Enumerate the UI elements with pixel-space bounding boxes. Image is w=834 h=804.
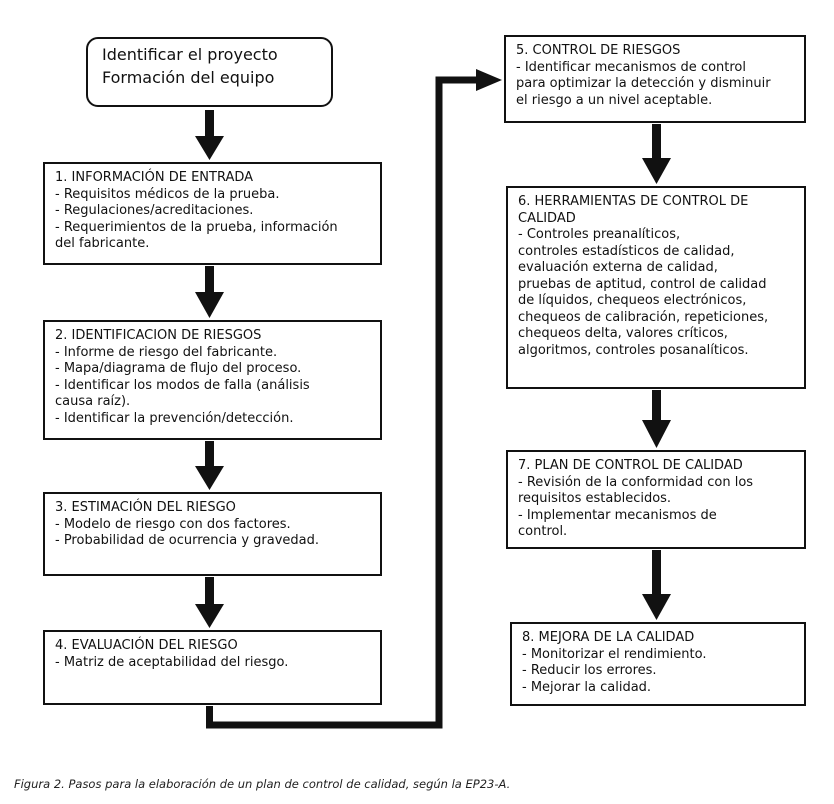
step-5-box: 5. CONTROL DE RIESGOS - Identificar meca… bbox=[504, 35, 806, 123]
start-line-2: Formación del equipo bbox=[102, 68, 275, 87]
step-4-box: 4. EVALUACIÓN DEL RIESGO - Matriz de ace… bbox=[43, 630, 382, 705]
step-1-box: 1. INFORMACIÓN DE ENTRADA - Requisitos m… bbox=[43, 162, 382, 265]
step-2-box: 2. IDENTIFICACION DE RIESGOS - Informe d… bbox=[43, 320, 382, 440]
step-line: - Requerimientos de la prueba, informaci… bbox=[55, 219, 338, 235]
step-line: chequeos de calibración, repeticiones, bbox=[518, 309, 769, 325]
step-line: - Regulaciones/acreditaciones. bbox=[55, 203, 254, 218]
step-line: causa raíz). bbox=[55, 394, 131, 409]
figure-caption: Figura 2. Pasos para la elaboración de u… bbox=[14, 777, 511, 791]
step-line: requisitos establecidos. bbox=[518, 491, 672, 506]
step-line: - Informe de riesgo del fabricante. bbox=[55, 344, 278, 360]
step-line: control. bbox=[518, 524, 568, 539]
step-line: - Matriz de aceptabilidad del riesgo. bbox=[55, 654, 289, 670]
step-line: - Identificar la prevención/detección. bbox=[55, 410, 294, 426]
step-title: 6. HERRAMIENTAS DE CONTROL DE bbox=[518, 194, 749, 209]
step-6-box: 6. HERRAMIENTAS DE CONTROL DE CALIDAD - … bbox=[506, 186, 806, 389]
connector-4-to-5 bbox=[206, 69, 502, 729]
step-line: - Monitorizar el rendimiento. bbox=[522, 646, 707, 662]
step-line: - Identificar los modos de falla (anális… bbox=[55, 377, 310, 393]
step-line: del fabricante. bbox=[55, 236, 150, 251]
step-7-box: 7. PLAN DE CONTROL DE CALIDAD - Revisión… bbox=[506, 450, 806, 549]
step-line: de líquidos, chequeos electrónicos, bbox=[518, 293, 747, 308]
arrow-1-to-2 bbox=[195, 266, 224, 318]
step-line: pruebas de aptitud, control de calidad bbox=[518, 276, 767, 292]
arrow-5-to-6 bbox=[642, 124, 671, 184]
step-line: algoritmos, controles posanalíticos. bbox=[518, 342, 749, 358]
step-line: - Revisión de la conformidad con los bbox=[518, 474, 754, 490]
step-line: - Modelo de riesgo con dos factores. bbox=[55, 516, 291, 532]
step-title: 8. MEJORA DE LA CALIDAD bbox=[522, 630, 695, 645]
step-title: 7. PLAN DE CONTROL DE CALIDAD bbox=[518, 458, 743, 473]
step-line: - Reducir los errores. bbox=[522, 663, 657, 678]
step-line: chequeos delta, valores críticos, bbox=[518, 326, 728, 341]
step-line: para optimizar la detección y disminuir bbox=[516, 76, 771, 91]
step-title: 3. ESTIMACIÓN DEL RIESGO bbox=[55, 500, 236, 515]
step-line: el riesgo a un nivel aceptable. bbox=[516, 92, 713, 108]
arrow-6-to-7 bbox=[642, 390, 671, 448]
step-line: - Implementar mecanismos de bbox=[518, 507, 717, 523]
step-line: - Requisitos médicos de la prueba. bbox=[55, 186, 280, 202]
step-title: 5. CONTROL DE RIESGOS bbox=[516, 43, 681, 58]
step-line: - Identificar mecanismos de control bbox=[516, 59, 747, 75]
step-line: - Mejorar la calidad. bbox=[522, 679, 652, 695]
step-title: 4. EVALUACIÓN DEL RIESGO bbox=[55, 638, 238, 653]
step-title: 2. IDENTIFICACION DE RIESGOS bbox=[55, 328, 262, 343]
arrow-3-to-4 bbox=[195, 577, 224, 628]
step-title: 1. INFORMACIÓN DE ENTRADA bbox=[55, 170, 254, 185]
step-line: - Probabilidad de ocurrencia y gravedad. bbox=[55, 533, 320, 548]
arrow-start-to-1 bbox=[195, 110, 224, 160]
arrow-7-to-8 bbox=[642, 550, 671, 620]
step-3-box: 3. ESTIMACIÓN DEL RIESGO - Modelo de rie… bbox=[43, 492, 382, 576]
step-line: - Controles preanalíticos, bbox=[518, 227, 681, 242]
start-box: Identificar el proyecto Formación del eq… bbox=[86, 37, 333, 107]
start-line-1: Identificar el proyecto bbox=[102, 45, 278, 64]
step-line: - Mapa/diagrama de flujo del proceso. bbox=[55, 361, 302, 376]
step-line: evaluación externa de calidad, bbox=[518, 260, 718, 275]
step-title-continued: CALIDAD bbox=[518, 210, 576, 226]
step-line: controles estadísticos de calidad, bbox=[518, 243, 735, 259]
step-8-box: 8. MEJORA DE LA CALIDAD - Monitorizar el… bbox=[510, 622, 806, 706]
arrow-2-to-3 bbox=[195, 441, 224, 490]
